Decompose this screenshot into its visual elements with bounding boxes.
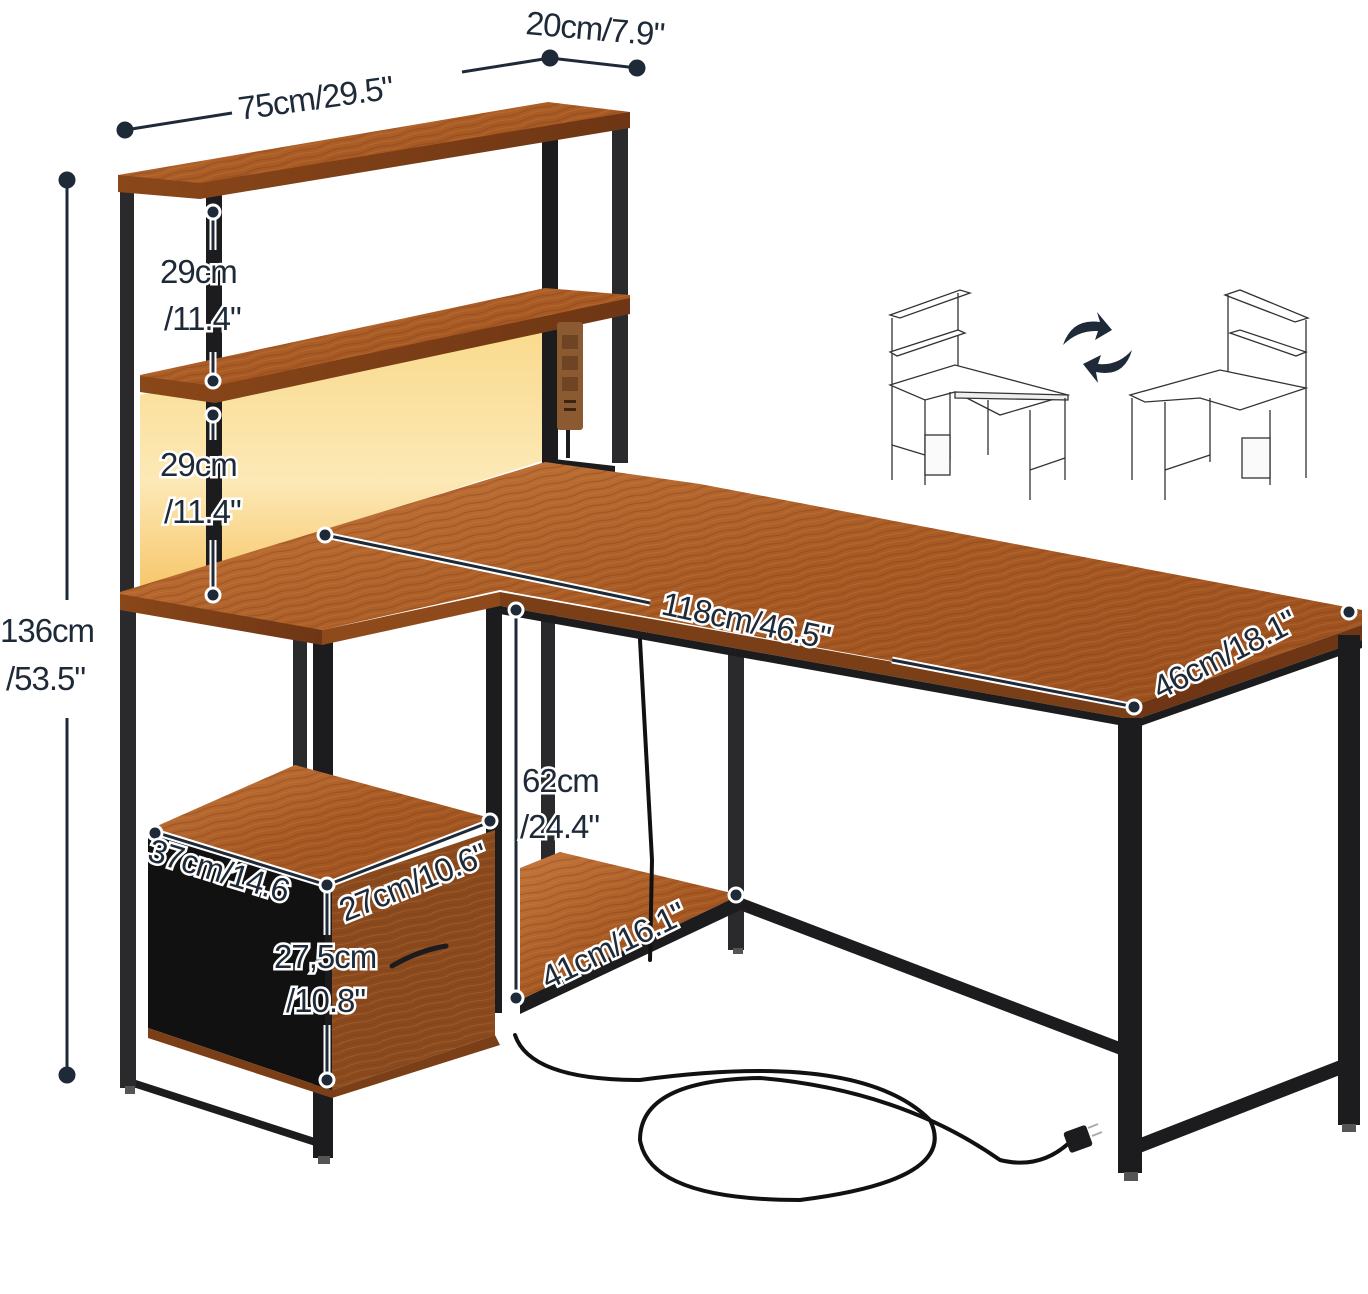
power-plug — [1063, 1123, 1103, 1153]
desktop-end-edge — [1135, 625, 1362, 720]
ac-outlet — [562, 335, 578, 349]
desktop-return-edge — [322, 592, 500, 645]
total-height-label-in: /53.5" — [6, 660, 85, 697]
dimension-endpoint — [204, 586, 222, 604]
desktop-front-edge — [120, 594, 322, 645]
dimension-endpoint — [58, 1066, 76, 1084]
desk-back-left-leg — [728, 655, 744, 950]
desktop — [120, 462, 1362, 720]
reversible-layout-inset — [887, 289, 1310, 500]
desk-front-left-leg — [1118, 718, 1142, 1173]
layout-hutch-left-illustration — [887, 289, 1071, 500]
hutch-left-outer-post — [120, 190, 134, 600]
dimension-endpoint — [316, 526, 334, 544]
ac-outlet — [562, 356, 578, 370]
dimension-endpoint — [116, 121, 134, 139]
leveling-foot — [733, 948, 743, 954]
dimension-endpoint — [58, 171, 76, 189]
lower-shelf-gap-label-cm: 29cm — [160, 446, 237, 483]
leveling-foot — [125, 1086, 135, 1094]
dimension-endpoint — [507, 989, 525, 1007]
dimension-endpoint — [318, 876, 336, 894]
dimension-endpoint — [204, 372, 222, 390]
upper-shelf-gap-label-in: /11.4" — [164, 300, 241, 337]
dimension-endpoint — [481, 812, 499, 830]
drawer-height-label-in: /10.8" — [286, 982, 365, 1019]
desk-stretcher — [742, 898, 1128, 1058]
leveling-foot — [1342, 1124, 1356, 1132]
lower-shelf-gap-label-in: /11.4" — [164, 493, 241, 530]
leveling-foot — [318, 1156, 330, 1164]
dimension-endpoint — [318, 1071, 336, 1089]
hutch-middle-shelf-edge — [140, 298, 630, 403]
leveling-foot — [1124, 1172, 1138, 1181]
knee-height-label-in: /24.4" — [520, 808, 599, 845]
hutch-top-shelf-edge — [118, 112, 630, 199]
hutch — [118, 102, 630, 600]
swap-arrows-icon — [1063, 312, 1132, 383]
dimension-endpoint — [628, 59, 646, 77]
cabinet-back-left-leg — [293, 630, 307, 810]
upper-shelf-gap-label-cm: 29cm — [160, 253, 237, 290]
layout-hutch-right-illustration — [1128, 289, 1310, 500]
file-drawer-side — [148, 832, 325, 1088]
drawer-handle — [389, 943, 449, 969]
dimension-endpoint — [146, 824, 164, 842]
hutch-depth-label: 20cm/7.9" — [524, 4, 665, 53]
desk-back-right-leg — [1338, 635, 1360, 1125]
ac-outlet — [562, 377, 578, 391]
dimension-endpoint — [507, 601, 525, 619]
desk-frame — [125, 606, 1362, 1181]
total-height-label-cm: 136cm — [0, 612, 94, 649]
usb-port — [564, 400, 576, 403]
cabinet-front-left-leg — [120, 600, 136, 1088]
power-cord — [513, 638, 1072, 1203]
dimension-endpoint — [204, 406, 222, 424]
dimension-lines — [58, 49, 646, 1084]
usb-port — [564, 408, 576, 411]
drawer-height-label-cm: 27,5cm — [274, 938, 376, 975]
dimension-endpoint — [1125, 698, 1143, 716]
hutch-front-right-post — [612, 118, 628, 463]
desktop-long-edge — [500, 592, 1135, 720]
hutch-width-label: 75cm/29.5" — [236, 69, 396, 127]
knee-height-label-cm: 62cm — [522, 762, 599, 799]
dimension-endpoint — [204, 203, 222, 221]
dimension-endpoint — [1340, 603, 1358, 621]
dimension-lines-outlined — [146, 203, 1358, 1089]
power-strip — [557, 322, 583, 458]
dimension-endpoint — [541, 49, 559, 67]
dimension-endpoint — [727, 886, 745, 904]
